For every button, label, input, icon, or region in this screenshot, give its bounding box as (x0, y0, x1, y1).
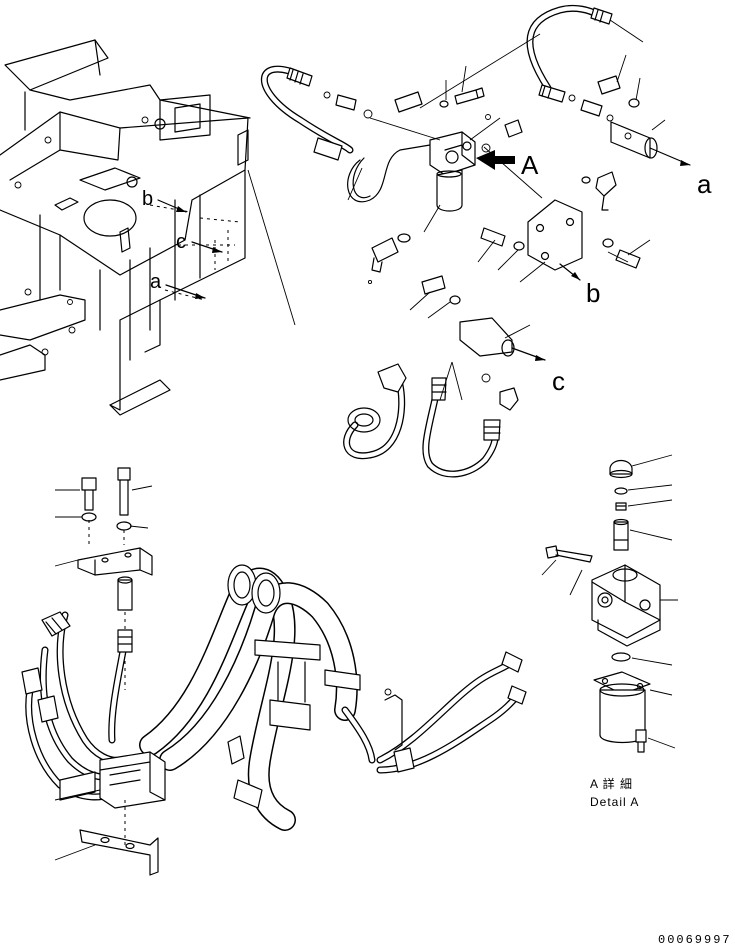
label-a-right: a (697, 169, 712, 199)
view-a-arrow-icon (476, 150, 515, 170)
label-c-left: c (176, 231, 186, 253)
label-b-left: b (142, 188, 153, 210)
label-a-left: a (150, 271, 162, 293)
hose-set-c (343, 361, 519, 478)
label-c-right: c (552, 366, 565, 396)
label-b-right: b (586, 278, 600, 308)
chassis-frame (0, 39, 296, 416)
drawing-id: 00069997 (658, 933, 732, 946)
lower-hose-assembly (21, 467, 527, 876)
detail-a: A 詳 細 Detail A (541, 454, 678, 809)
detail-title-en: Detail A (590, 795, 639, 809)
upper-valve-assembly: A a (260, 4, 712, 396)
frame-connection-labels: b c a (142, 188, 223, 299)
view-arrow-a-label: A (521, 150, 539, 180)
detail-title-jp: A 詳 細 (590, 776, 633, 791)
